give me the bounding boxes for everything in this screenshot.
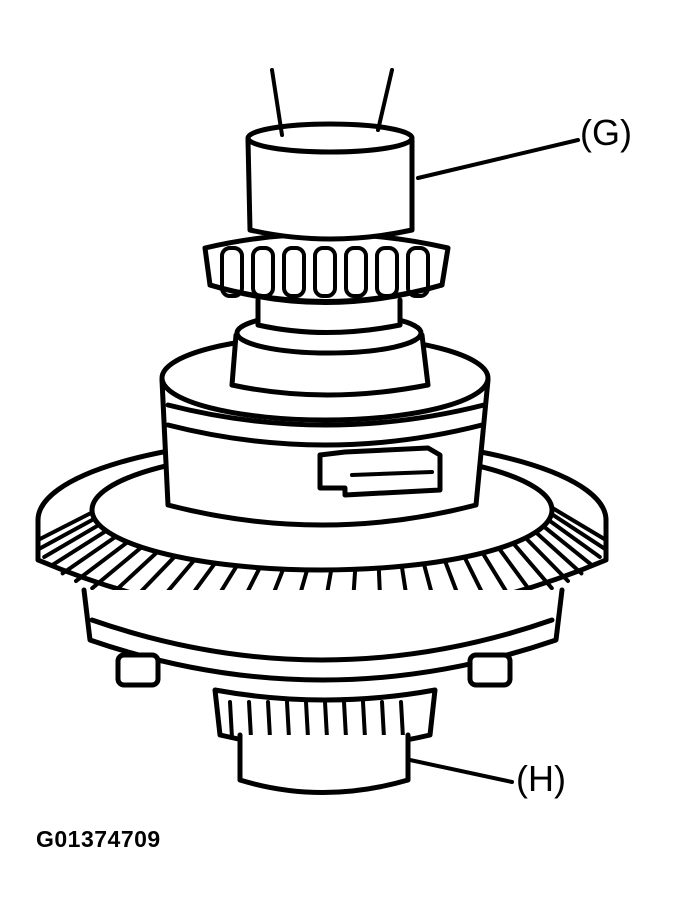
gear-tooth	[60, 534, 118, 576]
bearing-roller	[344, 246, 368, 298]
figure-id: G01374709	[36, 826, 161, 852]
bearing-roller	[361, 700, 367, 740]
gear-tooth	[533, 530, 584, 576]
leader-line-h	[408, 758, 514, 784]
gear-tooth	[541, 524, 595, 568]
upper-bearing-rollers	[220, 246, 430, 298]
gear-tooth	[546, 518, 602, 559]
installer-tool	[245, 68, 415, 242]
bearing-roller	[285, 700, 291, 740]
gear-tooth	[74, 540, 130, 583]
lower-bearing	[212, 687, 438, 795]
gear-tooth	[90, 545, 144, 591]
bearing-roller	[247, 700, 253, 740]
gear-tooth	[49, 528, 109, 568]
bearing-roller	[228, 700, 234, 740]
case-neck	[229, 310, 431, 398]
lower-hub	[81, 587, 565, 688]
bearing-roller	[266, 700, 272, 740]
bearing-roller	[342, 700, 348, 740]
bearing-roller	[220, 246, 244, 298]
bearing-roller	[380, 700, 386, 740]
gear-tooth	[36, 510, 95, 542]
bearing-roller	[323, 700, 329, 740]
bearing-roller	[304, 700, 310, 740]
gear-tooth	[42, 522, 102, 559]
upper-bearing	[202, 231, 451, 335]
callout-label-h: (H)	[516, 758, 566, 799]
gear-tooth	[37, 516, 97, 551]
bearing-roller	[406, 246, 430, 298]
gear-tooth	[523, 535, 570, 583]
leader-line-g	[416, 138, 580, 180]
gear-tooth	[549, 505, 608, 542]
bearing-roller	[313, 246, 337, 298]
gear-tooth	[549, 511, 607, 551]
bearing-roller	[282, 246, 306, 298]
lower-bearing-rollers	[228, 700, 405, 740]
gear-tooth	[496, 546, 536, 597]
gear-tooth	[511, 541, 554, 591]
gear-tooth	[108, 549, 160, 597]
bearing-roller	[399, 700, 405, 740]
callout-label-g: (G)	[580, 112, 632, 153]
